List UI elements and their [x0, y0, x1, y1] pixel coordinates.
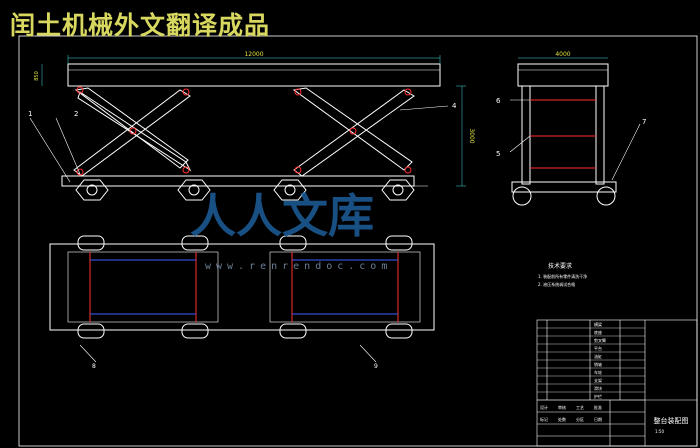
platform-top	[67, 63, 441, 87]
title-block-label: 设计	[540, 404, 548, 410]
side-base	[511, 181, 617, 193]
parts-row-name: 剪叉臂	[594, 337, 606, 343]
drawing-scale: 1:50	[655, 429, 664, 434]
balloon-5: 5	[496, 150, 500, 158]
watermark-logo: 人人文库	[190, 189, 374, 243]
side-wheel-right	[596, 186, 616, 206]
balloon-1: 1	[28, 110, 32, 118]
title-block-label: 标记	[540, 416, 548, 422]
balloon-9: 9	[374, 363, 378, 370]
base-frame	[61, 175, 415, 187]
wheel	[381, 179, 415, 201]
title-block	[536, 319, 698, 447]
banner-title: 闰土机械外文翻译成品	[10, 11, 271, 40]
title-block-label: 工艺	[576, 405, 584, 410]
balloon-2: 2	[74, 110, 78, 118]
parts-row-name: 横梁	[594, 321, 602, 327]
drawing-frame	[18, 35, 698, 447]
tech-notes-line1: 1. 装配前所有零件清洗干净	[538, 273, 587, 279]
parts-row-name: 滑块	[594, 385, 602, 391]
parts-row-name: 平台	[594, 345, 602, 351]
wheel	[273, 179, 307, 201]
balloon-6: 6	[496, 97, 501, 105]
balloon-8: 8	[92, 363, 96, 370]
dim-length-label: 12000	[244, 51, 263, 58]
dimension-lines	[41, 55, 466, 187]
top-wheels	[77, 235, 413, 339]
side-view	[511, 57, 617, 206]
tech-notes-line2: 2. 液压系统调试合格	[538, 281, 575, 287]
parts-row-name: 底座	[594, 329, 602, 335]
leaders-front	[29, 105, 449, 187]
balloon-4: 4	[452, 102, 457, 110]
side-platform	[517, 63, 609, 87]
top-outline	[49, 243, 435, 331]
front-wheels	[75, 179, 415, 201]
title-block-label: 处数	[558, 416, 566, 422]
top-right-frame	[269, 251, 421, 323]
balloon-7: 7	[642, 118, 646, 126]
wheel	[75, 179, 109, 201]
dim-small-label: 850	[34, 71, 40, 81]
leaders-side	[509, 99, 641, 181]
side-post-left	[521, 85, 531, 185]
scissor-left	[73, 87, 192, 177]
parts-row-name: 车轮	[594, 369, 602, 375]
title-block-label: 批准	[594, 404, 602, 410]
top-view	[49, 235, 435, 363]
parts-row-name: 支架	[594, 377, 602, 383]
parts-row-name: 销轴	[594, 361, 602, 367]
watermark-url: www.renrendoc.com	[205, 261, 393, 272]
title-block-label: 日期	[594, 416, 602, 422]
top-left-frame	[67, 251, 219, 323]
drawing-title: 整台装配图	[654, 416, 689, 425]
title-block-label: 审核	[558, 404, 566, 410]
dim-height-label: 3000	[468, 128, 475, 143]
side-post-right	[595, 85, 605, 185]
pivot-pins	[76, 86, 412, 176]
parts-row-name: 护栏	[594, 393, 602, 399]
front-view	[41, 55, 466, 201]
scissor-right	[292, 87, 415, 177]
parts-row-name: 油缸	[594, 353, 602, 359]
dim-width-label: 4000	[555, 51, 570, 58]
side-wheel-left	[512, 186, 532, 206]
tech-notes-heading: 技术要求	[548, 262, 572, 270]
title-block-label: 分区	[576, 416, 584, 422]
wheel	[177, 179, 211, 201]
